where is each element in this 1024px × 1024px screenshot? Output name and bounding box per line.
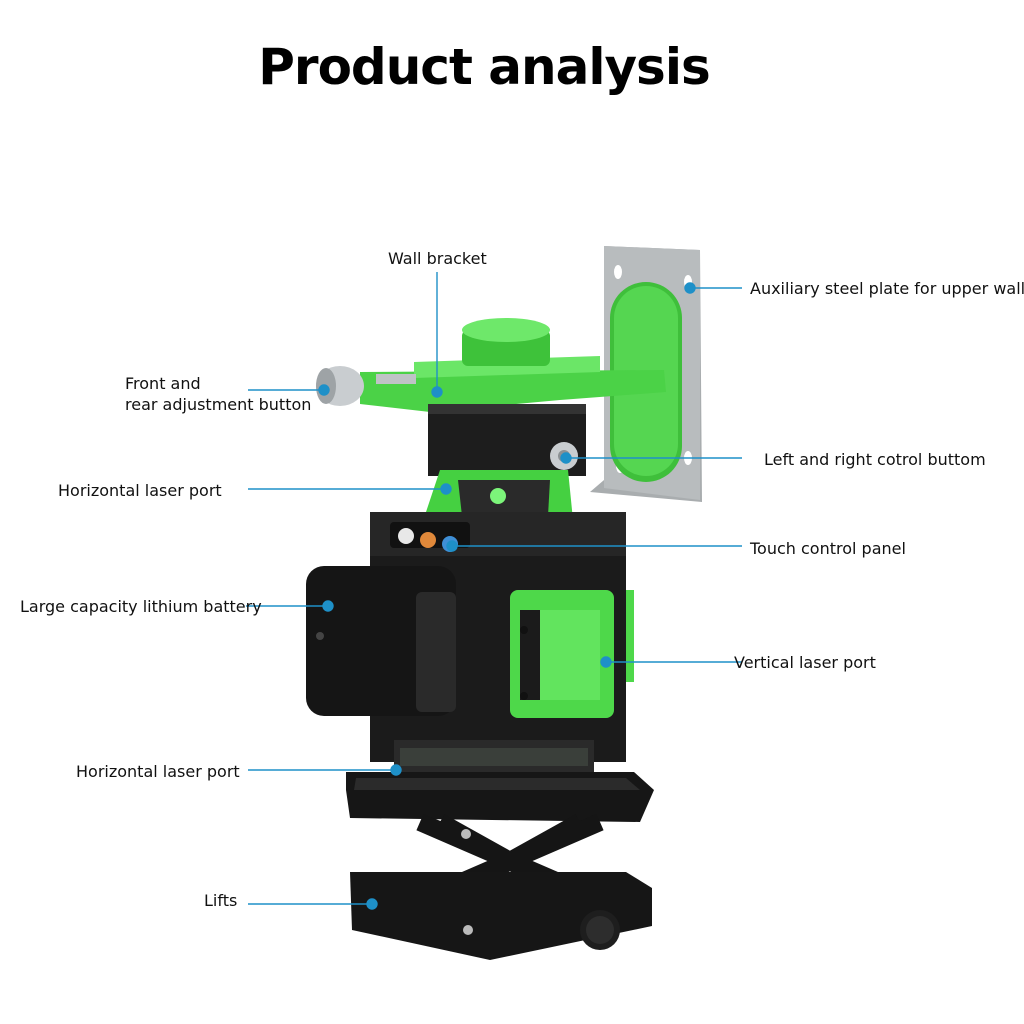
battery [306, 566, 456, 716]
label-front-rear-line1: Front and [125, 374, 201, 393]
label-front-rear-line2: rear adjustment button [125, 395, 312, 414]
label-wall-bracket: Wall bracket [388, 249, 487, 268]
label-lifts: Lifts [204, 891, 238, 910]
callout-lines [246, 272, 742, 910]
top-knob [462, 318, 550, 366]
label-steel-plate: Auxiliary steel plate for upper wall [750, 279, 1024, 298]
vertical-laser-port [510, 590, 634, 718]
lift-platform [346, 772, 654, 960]
label-battery: Large capacity lithium battery [20, 597, 262, 616]
label-left-right: Left and right cotrol buttom [764, 450, 986, 469]
label-vertical-port: Vertical laser port [734, 653, 876, 672]
lower-laser-ring [394, 740, 594, 774]
page-title: Product analysis [258, 38, 710, 96]
label-touch-panel: Touch control panel [750, 539, 906, 558]
pivot-block [428, 404, 586, 476]
label-horizontal-port-top: Horizontal laser port [58, 481, 222, 500]
label-horizontal-port-bottom: Horizontal laser port [76, 762, 240, 781]
